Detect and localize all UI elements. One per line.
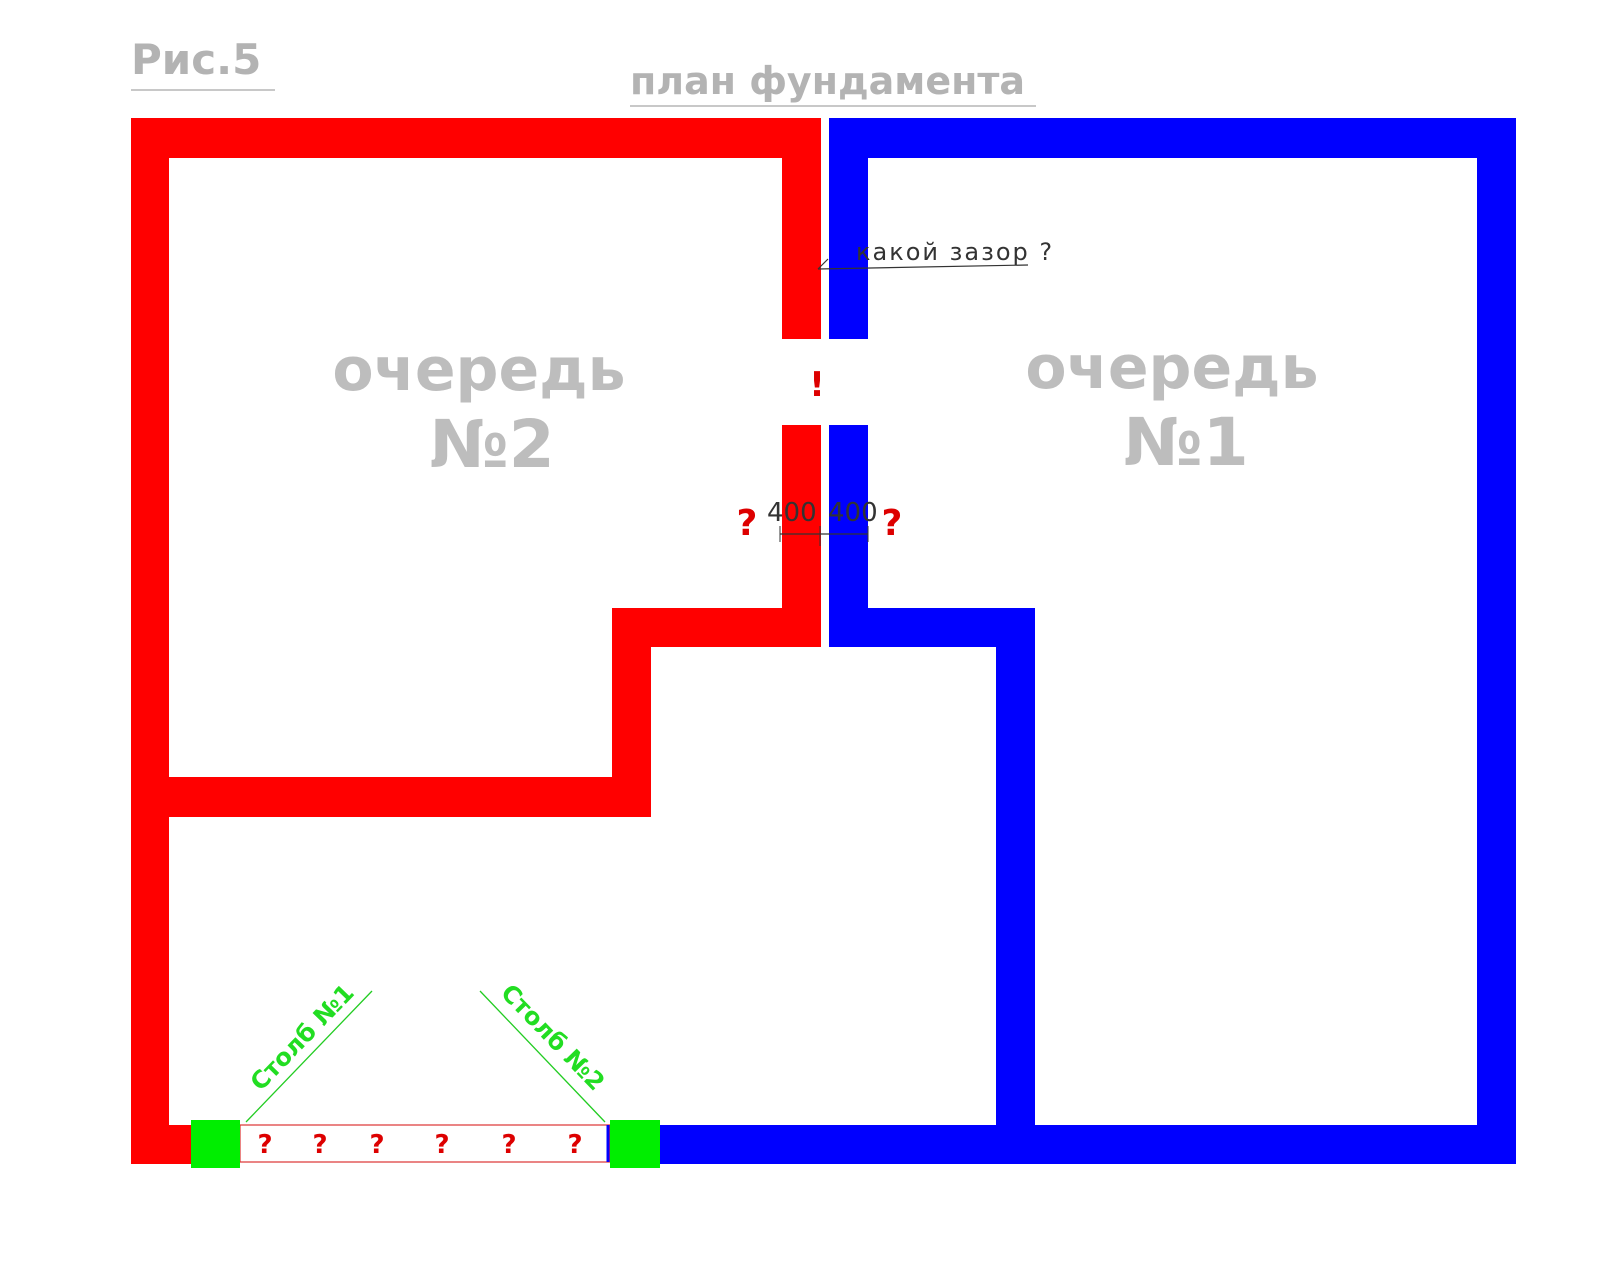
pillar-beam [239, 1124, 611, 1163]
phase2-wall-interior [131, 777, 651, 817]
phase2-foundation [131, 118, 821, 1164]
question-mark-right: ? [882, 503, 903, 544]
exclamation-mark: ! [809, 365, 825, 405]
phase1-wall-bottom [660, 1125, 1516, 1164]
phase1-wall-mid-upper [829, 118, 868, 339]
phase2-wall-left [131, 118, 169, 1164]
phase2-label-line2: №2 [429, 406, 554, 483]
phase2-wall-bottom-stub [131, 1125, 191, 1164]
beam-question-mark: ? [369, 1130, 384, 1160]
gap-leader-line [817, 264, 1029, 270]
plan-title: план фундамента [630, 59, 1025, 103]
phase2-label-line1: очередь [332, 335, 625, 405]
gap-question-text: какой зазор ? [856, 238, 1054, 266]
question-mark-left: ? [737, 503, 758, 544]
beam-question-mark: ? [257, 1130, 272, 1160]
phase2-wall-top [131, 118, 821, 158]
phase2-wall-mid-upper [782, 118, 821, 339]
pillar2-label: Столб №2 [495, 979, 610, 1096]
dimension-right: 400 [828, 498, 878, 528]
pillar1-label: Столб №1 [245, 979, 360, 1096]
pillar2-leader-line [479, 990, 606, 1123]
phase1-label-line1: очередь [1025, 333, 1318, 403]
pillar-1 [191, 1120, 240, 1168]
dimension-left: 400 [767, 498, 817, 528]
phase1-wall-step-vertical [996, 608, 1035, 1164]
beam-question-mark: ? [567, 1130, 582, 1160]
beam-question-mark: ? [434, 1130, 449, 1160]
phase1-label-line2: №1 [1123, 404, 1248, 481]
gap-leader-tick [817, 258, 829, 270]
beam-question-mark: ? [312, 1130, 327, 1160]
beam-question-marks: ? ? ? ? ? ? [257, 1130, 582, 1160]
beam-question-mark: ? [501, 1130, 516, 1160]
pillar-2 [610, 1120, 660, 1168]
phase1-wall-right [1477, 118, 1516, 1164]
phase1-wall-top [829, 118, 1516, 158]
figure-label: Рис.5 [131, 35, 261, 84]
pillar1-leader-line [245, 990, 373, 1123]
phase1-foundation [660, 118, 1516, 1164]
